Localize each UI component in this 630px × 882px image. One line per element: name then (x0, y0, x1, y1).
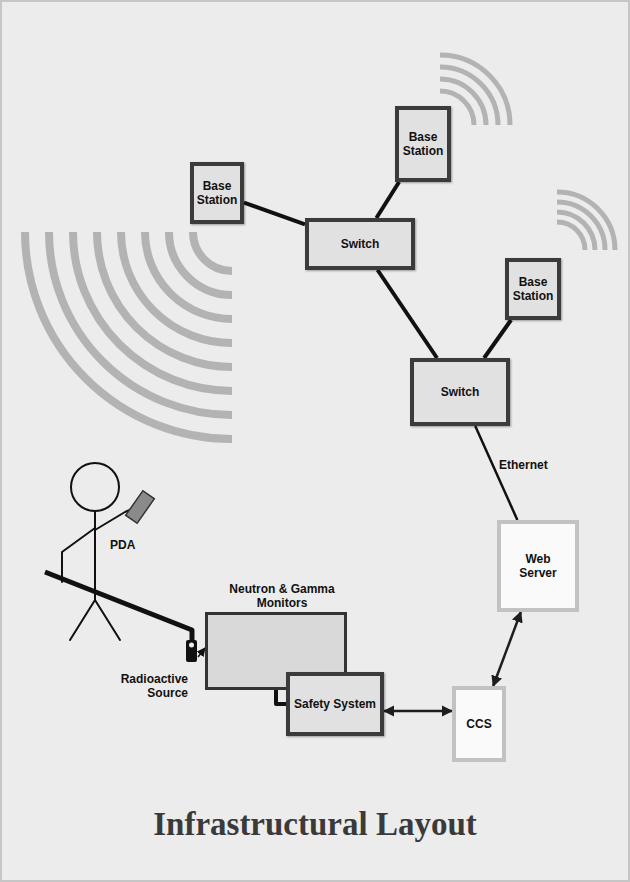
radio-waves (440, 55, 615, 250)
diagram-title: Infrastructural Layout (0, 806, 630, 843)
part-label: PDA (110, 538, 135, 552)
radio-wave (25, 232, 232, 439)
figure-head (71, 463, 119, 511)
network-box: Switch (305, 218, 415, 270)
box-heading: Neutron & Gamma Monitors (226, 583, 338, 611)
network-box: Base Station (505, 258, 561, 320)
radio-wave (145, 232, 232, 319)
source-window (189, 643, 194, 648)
network-cable (475, 426, 517, 520)
radio-wave (73, 232, 232, 391)
box-label: Safety System (294, 697, 376, 711)
box-label: CCS (466, 717, 491, 731)
data-flow-arrow (493, 612, 521, 686)
network-box: Safety System (286, 672, 384, 736)
probe-pole (45, 572, 192, 641)
network-cable (376, 182, 399, 218)
box-label: Base Station (197, 179, 238, 208)
box-label: Switch (341, 237, 380, 251)
network-cable (244, 203, 305, 225)
figure-leg (95, 600, 120, 640)
radio-wave (49, 232, 232, 415)
network-cable (484, 320, 511, 358)
radio-wave (557, 222, 585, 250)
part-label: Radioactive Source (106, 672, 188, 701)
box-label: Base Station (512, 275, 554, 304)
radio-wave (557, 192, 615, 250)
figure-arm (62, 528, 95, 582)
radioactive-source (186, 640, 197, 662)
radio-wave (169, 232, 232, 295)
radio-wave (193, 232, 232, 271)
box-label: Switch (441, 385, 480, 399)
figure-leg (70, 600, 95, 640)
box-label: Web Server (510, 552, 566, 581)
radio-waves (25, 232, 232, 439)
network-cable (276, 690, 286, 704)
network-box: Switch (410, 358, 510, 426)
box-label: Base Station (402, 130, 444, 159)
radiation-arrow (198, 648, 205, 657)
pda-device (126, 491, 155, 524)
network-box: Base Station (190, 162, 244, 224)
network-box: Base Station (395, 106, 451, 182)
data-flow-arrow (384, 710, 452, 713)
network-box: Web Server (497, 520, 579, 612)
network-cable (378, 270, 437, 358)
figure-body (94, 511, 96, 600)
network-box: CCS (452, 686, 506, 762)
link-label: Ethernet (497, 458, 550, 472)
